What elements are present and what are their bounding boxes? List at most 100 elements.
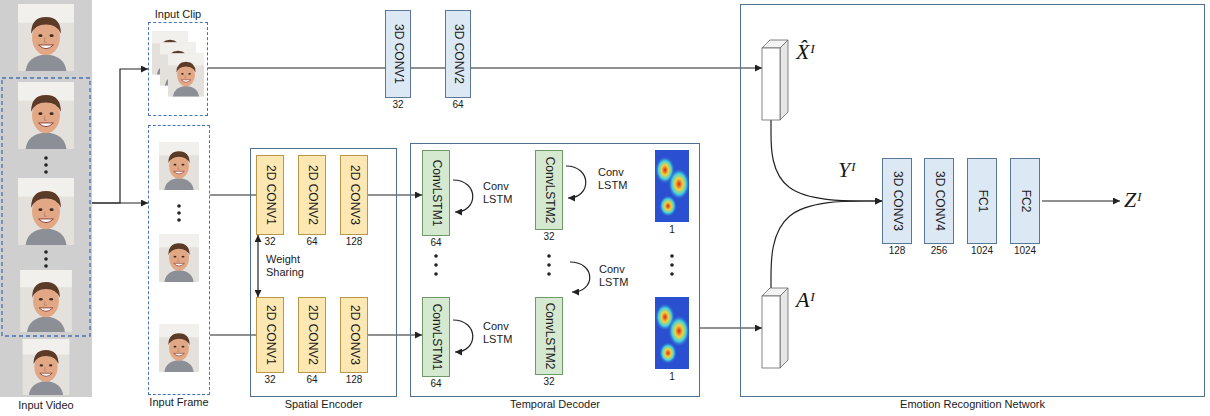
conv-layer-box: 3D CONV132	[385, 10, 411, 98]
ellipsis-dot	[434, 263, 438, 267]
conv-layer-box: 2D CONV132	[256, 155, 284, 235]
clip-frame	[168, 53, 204, 96]
layer-name: 3D CONV2	[452, 24, 465, 84]
output-arrow	[1042, 200, 1120, 201]
input-video-panel: Input Video	[0, 0, 92, 397]
ellipsis-dot	[44, 250, 48, 254]
data-flow-arrow	[368, 194, 422, 195]
video-frame	[20, 270, 72, 332]
module-box: ConvLSTM164ConvLSTM232ConvLSTM164ConvLST…	[410, 143, 700, 397]
conv-layer-box: 2D CONV264	[298, 155, 326, 235]
feature-tensor: X̂ᴵ	[762, 40, 788, 120]
video-strip-background	[0, 0, 92, 397]
layer-name: 3D CONV3	[891, 171, 904, 231]
conv-layer-box: 2D CONV3128	[340, 155, 368, 235]
feature-tensor: Aᴵ	[762, 288, 788, 368]
layer-name: 2D CONV2	[306, 165, 319, 225]
recurrent-arrow	[453, 180, 473, 212]
ellipsis-dot	[547, 254, 551, 258]
tensor-symbol: Aᴵ	[796, 288, 815, 312]
recurrent-arrow	[566, 166, 586, 198]
channel-count: 32	[264, 235, 275, 248]
layer-name: 2D CONV3	[348, 165, 361, 225]
recurrence-note: Conv LSTM	[598, 166, 634, 192]
data-flow-arrow	[471, 67, 762, 68]
heatmap-blob	[659, 195, 677, 217]
ellipsis-dot	[670, 263, 674, 267]
ellipsis-dot	[434, 272, 438, 276]
channel-count: 128	[346, 373, 363, 386]
layer-name: 3D CONV4	[933, 171, 946, 231]
data-flow-arrow	[368, 334, 422, 335]
edge-label: Weight Sharing	[266, 253, 312, 279]
channel-count: 32	[543, 230, 554, 243]
recurrent-arrow	[570, 262, 590, 292]
channel-count: 64	[306, 373, 317, 386]
block-side	[780, 288, 788, 368]
recurrence-note: Conv LSTM	[483, 180, 519, 206]
lstm-layer-box: ConvLSTM232	[535, 150, 563, 230]
module-title: Spatial Encoder	[285, 398, 363, 411]
ellipsis-dot	[177, 211, 181, 215]
single-frame	[159, 324, 199, 372]
data-flow-arrow	[771, 120, 882, 201]
module-title: Input Video	[18, 399, 73, 412]
layer-name: ConvLSTM1	[430, 304, 443, 371]
ellipsis-dot	[44, 264, 48, 268]
channel-count: 128	[346, 235, 363, 248]
module-title: Input Frame	[149, 396, 208, 409]
ellipsis-dot	[547, 272, 551, 276]
data-flow-arrow	[208, 67, 385, 68]
single-frame	[159, 142, 199, 190]
block-front	[762, 48, 780, 120]
tensor-block	[762, 288, 788, 368]
recurrence-note: Conv LSTM	[483, 320, 519, 346]
block-side	[780, 40, 788, 120]
layer-name: 2D CONV2	[306, 305, 319, 365]
fc-layer-box: FC11024	[967, 158, 997, 244]
heatmap-blob	[659, 342, 677, 364]
conv-layer-box: 2D CONV132	[256, 297, 284, 373]
fc-layer-box: FC21024	[1010, 158, 1040, 244]
video-frame	[18, 82, 74, 149]
channel-count: 64	[430, 377, 441, 390]
single-frame	[159, 234, 199, 282]
channel-count: 1024	[971, 244, 993, 257]
channel-count: 1024	[1014, 244, 1036, 257]
layer-name: 2D CONV1	[264, 165, 277, 225]
channel-count: 64	[306, 235, 317, 248]
heatmap-ground	[655, 150, 689, 222]
recurrence-note: Conv LSTM	[599, 263, 635, 289]
channel-count: 128	[889, 244, 906, 257]
tensor-symbol: Zᴵ	[1124, 188, 1142, 212]
layer-name: ConvLSTM2	[543, 303, 556, 370]
layer-name: ConvLSTM2	[543, 157, 556, 224]
attention-map	[655, 150, 690, 222]
layer-name: FC2	[1019, 190, 1032, 213]
recurrent-arrow	[453, 320, 473, 352]
data-flow-arrow	[700, 327, 762, 328]
ellipsis-dot	[177, 204, 181, 208]
layer-name: 2D CONV3	[348, 305, 361, 365]
conv-layer-box: 2D CONV264	[298, 297, 326, 373]
video-frame	[18, 4, 74, 71]
attention-map	[655, 297, 690, 369]
lstm-layer-box: ConvLSTM164	[422, 150, 450, 236]
layer-name: ConvLSTM1	[430, 160, 443, 227]
data-flow-arrow	[92, 202, 148, 203]
channel-count: 32	[392, 98, 403, 111]
video-frame	[23, 339, 70, 395]
ellipsis-dot	[670, 254, 674, 258]
channel-count: 64	[452, 98, 463, 111]
ellipsis-dot	[44, 170, 48, 174]
ellipsis-dot	[177, 218, 181, 222]
heatmap-blob	[668, 168, 690, 200]
ellipsis-dot	[44, 257, 48, 261]
ellipsis-dot	[44, 156, 48, 160]
ellipsis-dot	[44, 163, 48, 167]
layer-name: FC1	[976, 190, 989, 213]
tensor-symbol: Yᴵ	[838, 158, 856, 182]
selection-bracket	[2, 78, 90, 336]
input-clip-box: Input Clip	[148, 22, 208, 116]
layer-name: 2D CONV1	[264, 305, 277, 365]
